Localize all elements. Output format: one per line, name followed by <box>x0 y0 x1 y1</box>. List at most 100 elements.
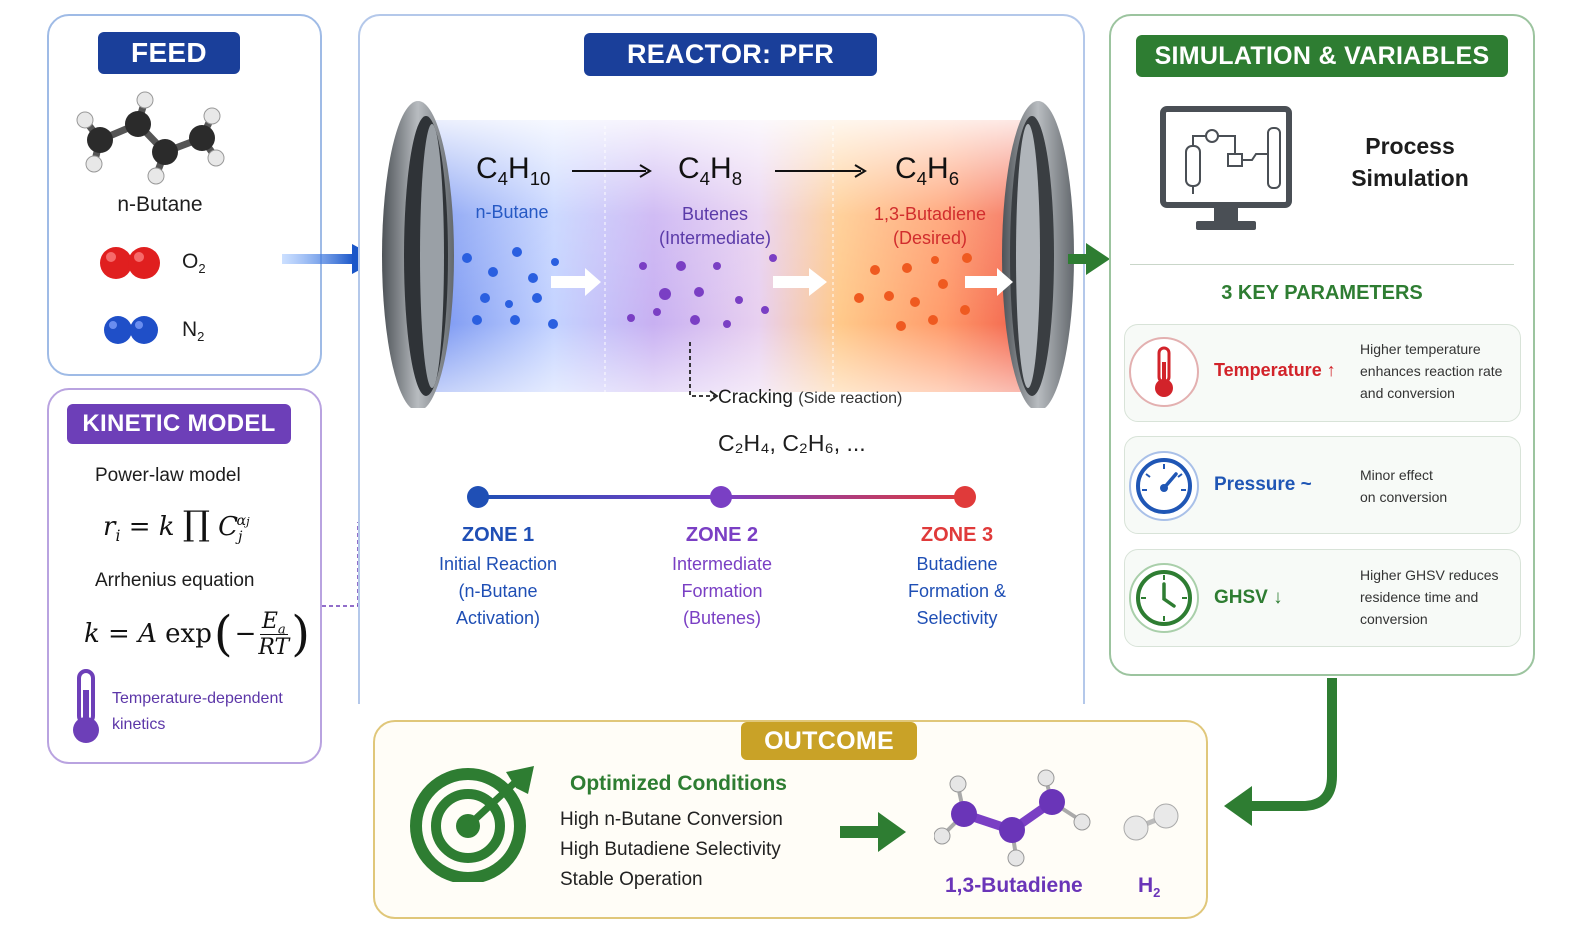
formula-sub: 10 <box>529 168 551 189</box>
butadiene-note-text: (Desired) <box>892 228 967 248</box>
zone-3-line2: Formation & <box>907 581 1007 601</box>
param-temperature-name: Temperature ↑ <box>1214 360 1336 380</box>
butadiene-product-label: 1,3-Butadiene <box>945 874 1083 897</box>
reaction-arrow-1 <box>572 164 652 178</box>
zone-3-line3: Selectivity <box>916 608 998 628</box>
zone-3-title: ZONE 3 <box>920 524 994 546</box>
reaction-arrow-2 <box>775 164 867 178</box>
param-temperature-desc: Higher temperature enhances reaction rat… <box>1360 338 1502 404</box>
cracking-arrow <box>689 342 719 402</box>
formula-sub: 4 <box>699 168 711 189</box>
monitor-icon <box>1160 106 1292 230</box>
outcome-heading: Optimized Conditions <box>570 772 787 795</box>
zone-3-line1: Butadiene <box>916 554 998 574</box>
cracking-note: (Side reaction) <box>798 390 903 407</box>
desc-line: Higher temperature <box>1360 341 1481 357</box>
formula-sub: 6 <box>948 168 960 189</box>
feed-panel <box>47 14 322 376</box>
outcome-line: Stable Operation <box>560 869 703 890</box>
zone-2-line2: Formation <box>681 581 763 601</box>
species-butadiene-name: 1,3-Butadiene (Desired) <box>855 202 1005 250</box>
kinetic-to-reactor-connector <box>322 522 359 607</box>
reactor-particles <box>462 247 1013 331</box>
cracking-label: Cracking (Side reaction) <box>718 387 902 409</box>
arrhenius-equation: k = A exp ( − Ea RT ) <box>84 606 310 662</box>
n2-subscript: 2 <box>197 329 205 345</box>
formula-c: C <box>678 152 700 185</box>
temperature-note: Temperature-dependent kinetics <box>112 686 283 738</box>
target-icon <box>410 766 534 882</box>
process-line1: Process <box>1365 133 1455 159</box>
power-law-equation: ri = k ∏ Cjαj <box>103 504 250 546</box>
butadiene-name-text: 1,3-Butadiene <box>873 204 987 224</box>
param-ghsv-name: GHSV ↓ <box>1214 587 1283 608</box>
zone-2-line1: Intermediate <box>671 554 773 574</box>
zone-1-line2: (n-Butane <box>458 581 538 601</box>
process-simulation-label: Process Simulation <box>1340 130 1480 194</box>
o2-molecule <box>100 247 160 279</box>
zone-timeline <box>467 486 976 508</box>
feed-title: FEED <box>98 32 240 74</box>
thermometer-icon <box>1129 337 1199 407</box>
zone-1-line1: Initial Reaction <box>438 554 558 574</box>
cracking-products: C₂H₄, C₂H₆, ... <box>718 430 866 456</box>
butenes-note-text: (Intermediate) <box>658 228 772 248</box>
outcome-arrow <box>840 812 906 852</box>
simulation-to-outcome-arrow <box>1224 678 1337 826</box>
zone-2-line3: (Butenes) <box>682 608 762 628</box>
power-law-label: Power-law model <box>95 465 241 486</box>
reactor-tube <box>382 101 1074 408</box>
param-pressure-name: Pressure ~ <box>1214 474 1312 495</box>
formula-h: H <box>927 152 949 185</box>
formula-sub: 4 <box>916 168 928 189</box>
formula-h: H <box>508 152 530 185</box>
species-n-butane-formula: C4H10 <box>476 152 551 189</box>
h2-symbol: H <box>1138 874 1154 897</box>
species-butenes-formula: C4H8 <box>678 152 743 189</box>
n2-symbol: N <box>182 318 198 341</box>
species-n-butane-name: n-Butane <box>475 202 549 222</box>
h2-molecule <box>1123 803 1179 841</box>
zone-2-title: ZONE 2 <box>685 524 759 546</box>
formula-c: C <box>476 152 498 185</box>
cracking-text: Cracking <box>718 387 793 408</box>
outcome-title: OUTCOME <box>741 722 917 760</box>
n2-molecule <box>104 316 158 344</box>
key-parameters-title: 3 KEY PARAMETERS <box>1221 282 1423 304</box>
desc-line: residence time and <box>1360 589 1479 605</box>
gauge-icon <box>1129 451 1199 521</box>
param-ghsv-desc: Higher GHSV reduces residence time and c… <box>1360 564 1499 630</box>
o2-label: O2 <box>182 250 206 277</box>
n-butane-molecule <box>76 91 225 185</box>
zone-1-line3: Activation) <box>455 608 541 628</box>
n-butane-label: n-Butane <box>117 193 203 216</box>
kinetic-model-title: KINETIC MODEL <box>67 404 291 444</box>
outcome-list: High n-Butane Conversion High Butadiene … <box>560 805 783 895</box>
butenes-name-text: Butenes <box>681 204 749 224</box>
reactor-to-simulation-arrow <box>1068 243 1110 275</box>
zone-3: ZONE 3 Butadiene Formation & Selectivity <box>880 524 1034 632</box>
h2-product-label: H2 <box>1138 874 1161 901</box>
n2-label: N2 <box>182 318 205 345</box>
zone-2: ZONE 2 Intermediate Formation (Butenes) <box>642 524 802 632</box>
param-pressure-desc: Minor effect on conversion <box>1360 464 1447 508</box>
simulation-title: SIMULATION & VARIABLES <box>1136 35 1508 77</box>
o2-subscript: 2 <box>198 261 206 277</box>
desc-line: Higher GHSV reduces <box>1360 567 1499 583</box>
o2-symbol: O <box>182 250 199 273</box>
temperature-note-line1: Temperature-dependent <box>112 690 283 707</box>
h2-subscript: 2 <box>1153 885 1161 901</box>
desc-line: conversion <box>1360 611 1428 627</box>
desc-line: and conversion <box>1360 385 1455 401</box>
process-line2: Simulation <box>1351 165 1469 191</box>
butadiene-molecule <box>934 769 1091 867</box>
clock-icon <box>1129 563 1199 633</box>
zone-1: ZONE 1 Initial Reaction (n-Butane Activa… <box>420 524 576 632</box>
species-butenes-name: Butenes (Intermediate) <box>640 202 790 250</box>
desc-line: enhances reaction rate <box>1360 363 1503 379</box>
formula-sub: 8 <box>731 168 743 189</box>
arrhenius-label: Arrhenius equation <box>95 570 255 591</box>
outcome-line: High n-Butane Conversion <box>560 809 783 830</box>
zone-1-title: ZONE 1 <box>461 524 535 546</box>
formula-sub: 4 <box>497 168 509 189</box>
